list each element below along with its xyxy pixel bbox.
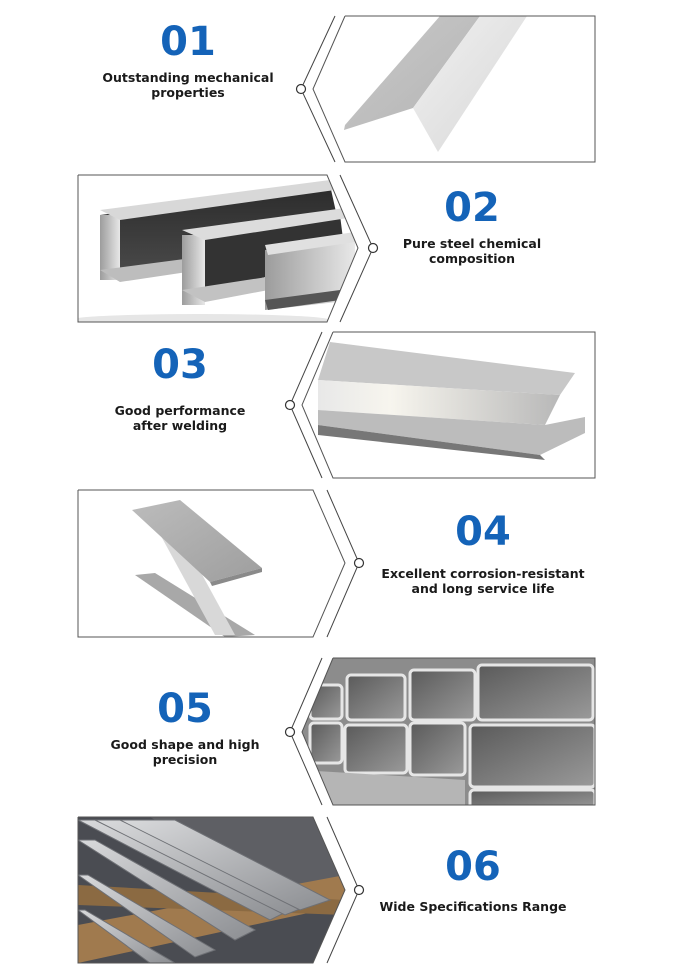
steel-rectangular-tubes-image [284, 657, 596, 806]
feature-row-05: 05 Good shape and high precision [0, 645, 700, 815]
steel-i-beam-side-image [284, 331, 596, 479]
feature-text-06: 06 Wide Specifications Range [363, 845, 583, 914]
feature-number: 05 [157, 686, 213, 732]
feature-title: Good performance after welding [114, 403, 246, 433]
feature-number: 01 [160, 19, 216, 65]
feature-text-03: 03 Good performance after welding [80, 343, 280, 433]
steel-angle-bar-image [295, 15, 596, 163]
timeline-node-icon [353, 884, 365, 896]
feature-title: Wide Specifications Range [379, 899, 567, 914]
feature-row-06: 06 Wide Specifications Range [0, 815, 700, 966]
feature-title: Pure steel chemical composition [402, 236, 542, 266]
feature-row-04: 04 Excellent corrosion-resistant and lon… [0, 485, 700, 645]
feature-row-02: 02 Pure steel chemical composition [0, 170, 700, 330]
feature-title: Outstanding mechanical properties [102, 70, 274, 100]
feature-text-02: 02 Pure steel chemical composition [372, 186, 572, 266]
feature-title: Good shape and high precision [110, 737, 260, 767]
timeline-node-icon [353, 557, 365, 569]
timeline-node-icon [284, 726, 296, 738]
feature-text-05: 05 Good shape and high precision [85, 687, 285, 767]
timeline-node-icon [284, 399, 296, 411]
feature-title: Excellent corrosion-resistant and long s… [381, 566, 585, 596]
feature-row-01: 01 Outstanding mechanical properties [0, 0, 700, 170]
feature-number: 03 [152, 342, 208, 388]
feature-row-03: 03 Good performance after welding [0, 325, 700, 485]
feature-text-01: 01 Outstanding mechanical properties [88, 20, 288, 100]
timeline-node-icon [367, 242, 379, 254]
feature-number: 06 [445, 844, 501, 890]
feature-number: 02 [444, 185, 500, 231]
steel-h-beam-image [77, 489, 365, 638]
feature-number: 04 [455, 509, 511, 555]
steel-channel-bars-image [77, 174, 379, 323]
timeline-node-icon [295, 83, 307, 95]
steel-angle-stack-image [77, 816, 365, 964]
feature-text-04: 04 Excellent corrosion-resistant and lon… [373, 510, 593, 596]
